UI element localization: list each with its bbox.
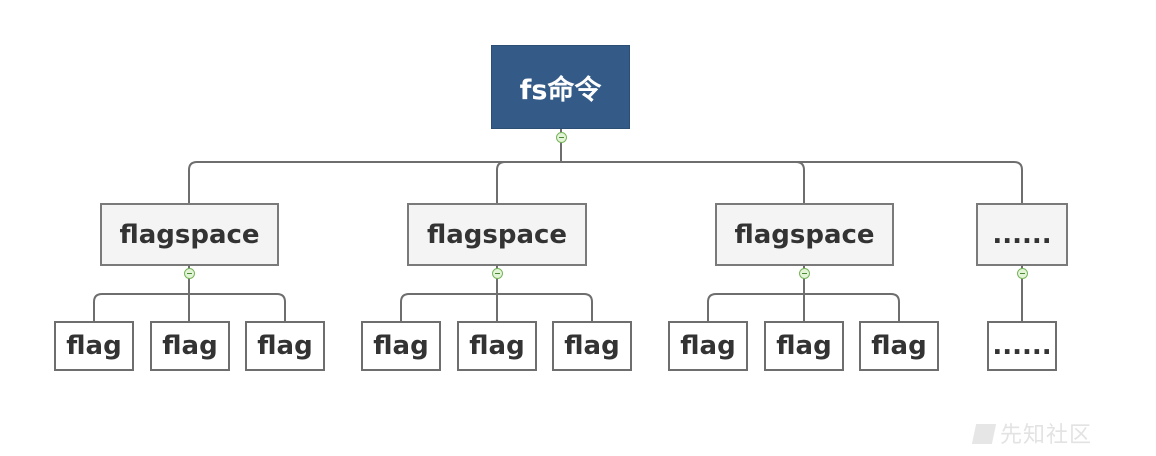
subtopic-flagspace-2[interactable]: flagspace [407,203,587,266]
collapse-toggle-icon[interactable] [492,268,503,279]
leaf-label: flag [162,331,218,361]
leaf-flag[interactable]: flag [54,321,134,371]
watermark-text: 先知社区 [1000,423,1093,448]
leaf-ellipsis[interactable]: ...... [987,321,1057,371]
subtopic-flagspace-1[interactable]: flagspace [100,203,279,266]
connector-g3-left [707,293,804,321]
connector-root-branch-2 [496,161,561,203]
connector-root-branch-1 [188,161,561,203]
leaf-label: flag [564,331,620,361]
subtopic-ellipsis[interactable]: ...... [976,203,1068,266]
root-topic-label: fs命令 [519,74,602,106]
leaf-flag[interactable]: flag [150,321,230,371]
leaf-label: ...... [992,331,1052,361]
leaf-label: flag [257,331,313,361]
collapse-toggle-icon[interactable] [556,132,567,143]
connector-g2-left [400,293,497,321]
connector-root-branch-4 [561,161,1023,203]
subtopic-label: flagspace [734,219,875,250]
subtopic-label: ...... [992,219,1052,250]
connector-g1-right [189,293,286,321]
connector-g2-right [497,293,593,321]
leaf-label: flag [469,331,525,361]
leaf-flag[interactable]: flag [859,321,939,371]
root-topic[interactable]: fs命令 [491,45,630,129]
leaf-label: flag [776,331,832,361]
leaf-flag[interactable]: flag [361,321,441,371]
connector-g1-left [93,293,189,321]
leaf-label: flag [66,331,122,361]
collapse-toggle-icon[interactable] [184,268,195,279]
leaf-label: flag [680,331,736,361]
subtopic-flagspace-3[interactable]: flagspace [715,203,894,266]
connector-g3-right [804,293,900,321]
leaf-flag[interactable]: flag [245,321,325,371]
watermark: 先知社区 [971,417,1093,449]
leaf-label: flag [871,331,927,361]
xianzhi-logo-icon [971,424,997,444]
subtopic-label: flagspace [119,219,260,250]
leaf-flag[interactable]: flag [764,321,844,371]
subtopic-label: flagspace [426,219,568,250]
leaf-flag[interactable]: flag [552,321,632,371]
leaf-flag[interactable]: flag [668,321,748,371]
leaf-flag[interactable]: flag [457,321,537,371]
connector-root-branch-3 [561,161,805,203]
collapse-toggle-icon[interactable] [1017,268,1028,279]
leaf-label: flag [373,331,429,361]
collapse-toggle-icon[interactable] [799,268,810,279]
